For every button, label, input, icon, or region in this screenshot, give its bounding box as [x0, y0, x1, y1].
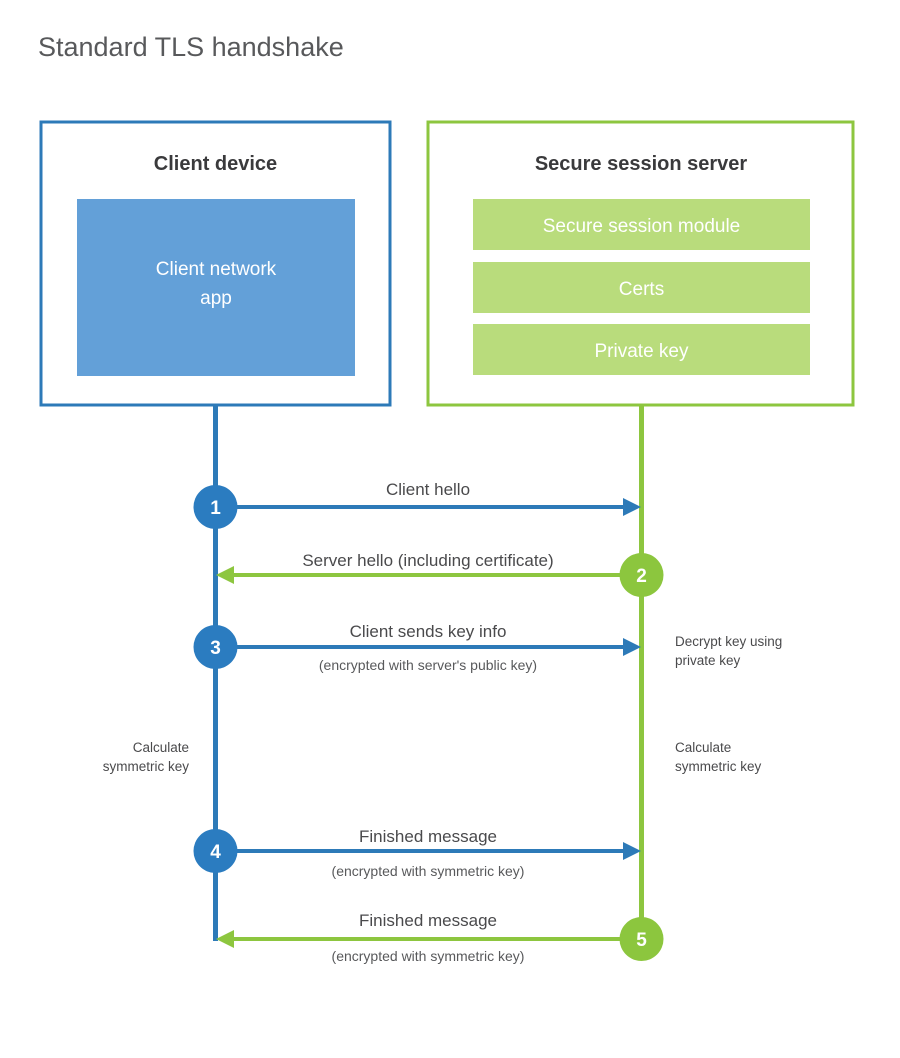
server-module-label-0: Secure session module: [543, 216, 741, 237]
step-5-message: Finished message (encrypted with symmetr…: [216, 911, 664, 964]
client-app-label-line1: Client network: [156, 259, 277, 280]
step-1-number: 1: [210, 498, 221, 519]
secure-session-server-box: Secure session server Secure session mod…: [426, 120, 855, 407]
client-network-app-block: [77, 199, 355, 376]
step-1-label: Client hello: [386, 480, 470, 499]
step-3-arrowhead: [623, 638, 641, 656]
decrypt-note-line1: Decrypt key using: [675, 634, 782, 649]
server-box-title: Secure session server: [535, 153, 748, 175]
step-2-number: 2: [636, 566, 647, 587]
step-5-label: Finished message: [359, 911, 497, 930]
server-calculate-symmetric-key-annotation: Calculate symmetric key: [675, 740, 762, 774]
step-4-marker: [193, 829, 238, 873]
decrypt-note-line2: private key: [675, 653, 741, 668]
step-4-sublabel: (encrypted with symmetric key): [332, 863, 525, 879]
page-title: Standard TLS handshake: [38, 32, 344, 62]
step-5-arrowhead: [216, 930, 234, 948]
client-calc-note-line1: Calculate: [133, 740, 189, 755]
server-module-block-2: [473, 324, 810, 375]
step-5-sublabel: (encrypted with symmetric key): [332, 948, 525, 964]
step-1-message: Client hello 1: [193, 480, 641, 529]
client-calculate-symmetric-key-annotation: Calculate symmetric key: [103, 740, 190, 774]
step-3-marker: [193, 625, 238, 669]
client-app-label-line2: app: [200, 288, 232, 309]
client-device-box: Client device Client network app: [39, 120, 392, 407]
step-2-arrowhead: [216, 566, 234, 584]
step-1-arrowhead: [623, 498, 641, 516]
step-4-number: 4: [210, 842, 221, 863]
step-3-label: Client sends key info: [350, 622, 507, 641]
server-calc-note-line1: Calculate: [675, 740, 731, 755]
step-3-sublabel: (encrypted with server's public key): [319, 657, 537, 673]
server-module-label-2: Private key: [595, 341, 689, 362]
step-3-number: 3: [210, 638, 221, 659]
client-calc-note-line2: symmetric key: [103, 759, 190, 774]
server-module-block-1: [473, 262, 810, 313]
server-module-label-1: Certs: [619, 279, 664, 300]
server-calc-note-line2: symmetric key: [675, 759, 762, 774]
step-1-marker: [193, 485, 238, 529]
step-2-marker: [619, 553, 664, 597]
step-4-label: Finished message: [359, 827, 497, 846]
decrypt-key-annotation: Decrypt key using private key: [675, 634, 782, 668]
step-5-number: 5: [636, 930, 647, 951]
step-4-message: Finished message (encrypted with symmetr…: [193, 827, 641, 879]
step-3-message: Client sends key info (encrypted with se…: [193, 622, 641, 673]
step-5-marker: [619, 917, 664, 961]
step-2-label: Server hello (including certificate): [302, 551, 553, 570]
step-2-message: Server hello (including certificate) 2: [216, 551, 664, 597]
client-box-title: Client device: [154, 153, 277, 175]
step-4-arrowhead: [623, 842, 641, 860]
server-module-block-0: [473, 199, 810, 250]
